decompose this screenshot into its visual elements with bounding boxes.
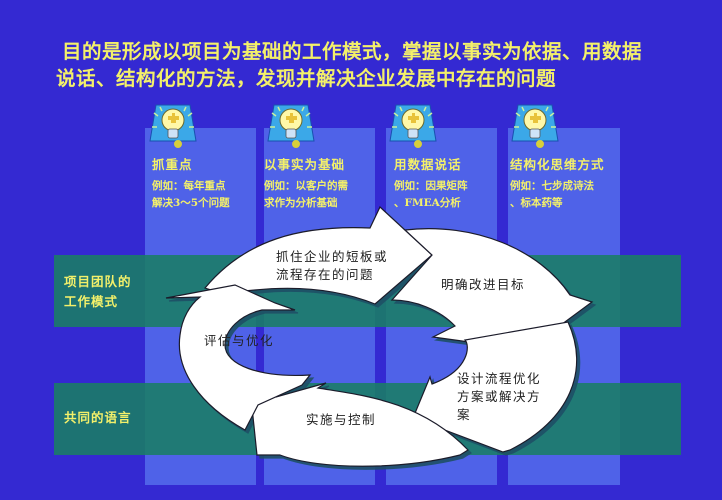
column-example-facts: 例如：以客户的需 求作为分析基础: [264, 180, 348, 209]
column-example-data: 例如：因果矩阵 、FMEA分析: [394, 180, 468, 209]
column-example-structured: 例如：七步成诗法 、标本药等: [510, 180, 594, 209]
cycle-step-set-goals: 明确改进目标: [441, 277, 526, 292]
cycle-step-design-solution: 设计流程优化 方案或解决方 案: [457, 371, 542, 422]
column-heading-focus: 抓重点: [152, 157, 193, 172]
lightbulb-puzzle-icon: [149, 104, 197, 148]
column-example-focus: 例如：每年重点 解决3～5个问题: [152, 180, 230, 209]
lightbulb-puzzle-icon: [511, 104, 559, 148]
cycle-step-implement-control: 实施与控制: [306, 412, 377, 427]
lightbulb-puzzle-icon: [267, 104, 315, 148]
band-label-team-work-mode: 项目团队的 工作模式: [64, 274, 132, 309]
cycle-step-evaluate-optimize: 评估与优化: [204, 333, 275, 348]
cycle-arrow-evaluate-optimize: [165, 284, 312, 431]
cycle-arrow-design-solution: [412, 321, 578, 453]
cycle-step-identify-problems: 抓住企业的短板或 流程存在的问题: [276, 249, 389, 282]
lightbulb-puzzle-icon: [389, 104, 437, 148]
page-title: 目的是形成以项目为基础的工作模式，掌握以事实为依据、用数据 说话、结构化的方法，…: [56, 38, 722, 92]
column-heading-data: 用数据说话: [394, 157, 462, 172]
column-heading-structured: 结构化思维方式: [510, 157, 605, 172]
title-line-1: 目的是形成以项目为基础的工作模式，掌握以事实为依据、用数据: [62, 40, 643, 63]
title-line-2: 说话、结构化的方法，发现并解决企业发展中存在的问题: [56, 67, 557, 90]
band-label-common-language: 共同的语言: [64, 410, 132, 425]
column-heading-facts: 以事实为基础: [264, 157, 346, 172]
cycle-arrow-set-goals: [390, 228, 594, 351]
